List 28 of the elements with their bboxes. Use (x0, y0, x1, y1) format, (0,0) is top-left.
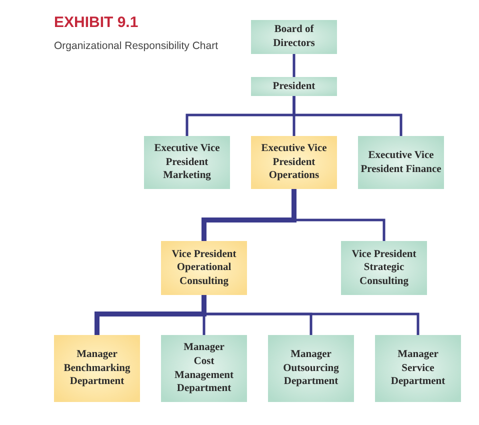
position-box (268, 335, 354, 402)
position-box (161, 241, 247, 295)
position-title: Board of Directors (272, 23, 316, 51)
position-box (251, 136, 337, 189)
exhibit-title: EXHIBIT 9.1 (54, 14, 138, 31)
position-box (341, 241, 427, 295)
position-box (251, 77, 337, 96)
position-box (54, 335, 140, 402)
position-title: Manager Outsourcing Department (282, 348, 340, 389)
connector-line (292, 94, 402, 138)
position-box (161, 335, 247, 402)
connector-line (292, 52, 296, 78)
chart-caption: Organizational Responsibility Chart (54, 40, 218, 52)
position-title: Executive Vice President Operations (260, 142, 328, 183)
position-title: Manager Benchmarking Department (62, 348, 132, 389)
connector-line (202, 186, 296, 244)
position-box (144, 136, 230, 189)
position-box (358, 136, 444, 189)
position-title: Manager Service Department (390, 348, 446, 389)
position-title: Manager Cost Management Department (174, 341, 234, 396)
position-box (375, 335, 461, 402)
position-title: Vice President Operational Consulting (170, 248, 238, 288)
position-title: Executive Vice President Finance (360, 148, 442, 176)
position-title: Executive Vice President Marketing (153, 142, 221, 183)
position-box (251, 20, 337, 54)
connector-line (94, 292, 206, 338)
position-title: President (272, 80, 316, 94)
position-title: Vice President Strategic Consulting (350, 248, 418, 288)
